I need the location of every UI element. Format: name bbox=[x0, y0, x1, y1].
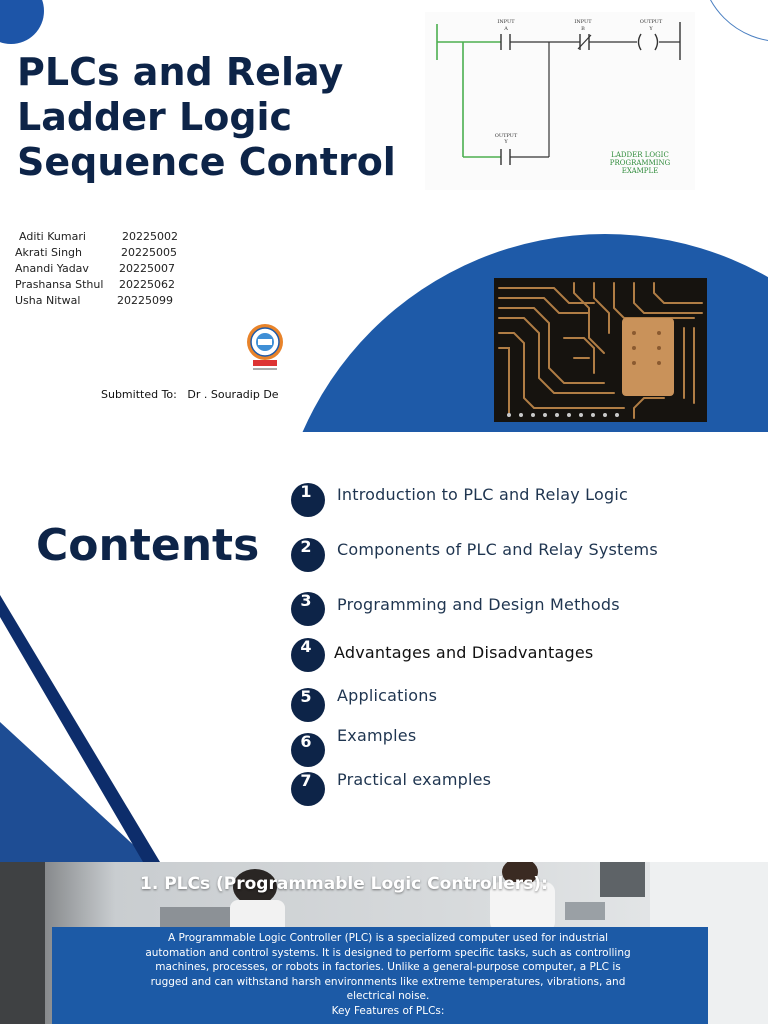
section-heading: 1. PLCs (Programmable Logic Controllers)… bbox=[140, 874, 548, 894]
toc-label: Introduction to PLC and Relay Logic bbox=[337, 485, 628, 504]
coil-label: OUTPUT bbox=[640, 19, 663, 25]
member-id: 20225005 bbox=[121, 246, 177, 259]
toc-label: Advantages and Disadvantages bbox=[334, 643, 594, 662]
member-name: Akrati Singh bbox=[15, 246, 82, 259]
member-name: Prashansa Sthul bbox=[15, 278, 104, 291]
member-id: 20225099 bbox=[117, 294, 173, 307]
diagram-caption: LADDER LOGIC bbox=[611, 151, 669, 159]
number-badge: 6 bbox=[291, 733, 325, 767]
member-id: 20225002 bbox=[122, 230, 178, 243]
number-text: 5 bbox=[300, 687, 312, 706]
contact-b-symbol bbox=[577, 34, 592, 50]
paragraph-line: rugged and can withstand harsh environme… bbox=[150, 975, 626, 988]
contact-b-label: INPUT bbox=[574, 19, 592, 25]
number-badge: 2 bbox=[291, 538, 325, 572]
member-name: Aditi Kumari bbox=[19, 230, 86, 243]
member-name: Usha Nitwal bbox=[15, 294, 81, 307]
contact-a-label: INPUT bbox=[497, 19, 515, 25]
number-text: 3 bbox=[300, 591, 312, 610]
corner-circle-decoration bbox=[0, 0, 44, 44]
output-coil-symbol bbox=[637, 33, 642, 51]
corner-arc-decoration bbox=[700, 0, 768, 42]
plc-intro-slide: 1. PLCs (Programmable Logic Controllers)… bbox=[0, 862, 768, 1024]
paragraph-line: electrical noise. bbox=[346, 990, 430, 1002]
plc-description: A Programmable Logic Controller (PLC) is… bbox=[128, 931, 648, 1018]
title-line: Sequence Control bbox=[17, 140, 396, 184]
number-badge: 3 bbox=[291, 592, 325, 626]
paragraph-line: automation and control systems. It is de… bbox=[145, 946, 631, 959]
paragraph-line: A Programmable Logic Controller (PLC) is… bbox=[167, 932, 609, 944]
toc-label: Applications bbox=[337, 686, 438, 705]
number-badge: 7 bbox=[291, 772, 325, 806]
number-text: 4 bbox=[300, 637, 312, 656]
toc-label: Components of PLC and Relay Systems bbox=[337, 540, 658, 559]
diagonal-stripe-decoration bbox=[0, 595, 160, 862]
number-badge: 4 bbox=[291, 638, 325, 672]
slide-title: PLCs and Relay Ladder Logic Sequence Con… bbox=[17, 50, 417, 185]
diagram-caption: EXAMPLE bbox=[622, 167, 659, 175]
circuit-board-image bbox=[494, 278, 707, 422]
paragraph-line: Key Features of PLCs: bbox=[331, 1004, 445, 1017]
member-id: 20225007 bbox=[119, 262, 175, 275]
toc-label: Practical examples bbox=[337, 770, 492, 789]
submitted-name: Dr . Souradip De bbox=[187, 388, 279, 401]
number-text: 1 bbox=[300, 482, 312, 501]
submitted-to-line: Submitted To: Dr . Souradip De bbox=[101, 388, 279, 401]
copper-pad bbox=[622, 318, 674, 396]
title-slide: PLCs and Relay Ladder Logic Sequence Con… bbox=[0, 0, 768, 432]
seal-in-label: Y bbox=[503, 139, 508, 145]
title-line: Ladder Logic bbox=[17, 95, 293, 139]
contact-b-label: B bbox=[581, 26, 585, 32]
institute-logo-icon bbox=[247, 324, 283, 370]
seal-in-label: OUTPUT bbox=[495, 133, 518, 139]
toc-label: Examples bbox=[337, 726, 417, 745]
number-text: 7 bbox=[300, 771, 312, 790]
paragraph-line: machines, processes, or robots in factor… bbox=[155, 961, 621, 973]
number-badge: 5 bbox=[291, 688, 325, 722]
diagram-caption: PROGRAMMING bbox=[610, 159, 671, 167]
contact-a-label: A bbox=[503, 26, 508, 32]
title-line: PLCs and Relay bbox=[17, 50, 344, 94]
ladder-logic-diagram: INPUT A INPUT B OUTPUT Y OUTPUT Y LADDER… bbox=[425, 12, 695, 190]
output-coil-symbol bbox=[654, 33, 659, 51]
member-id: 20225062 bbox=[119, 278, 175, 291]
number-badge: 1 bbox=[291, 483, 325, 517]
toc-label: Programming and Design Methods bbox=[337, 595, 620, 614]
number-text: 6 bbox=[300, 732, 312, 751]
contents-slide: Contents 1 Introduction to PLC and Relay… bbox=[0, 432, 768, 862]
member-name: Anandi Yadav bbox=[15, 262, 89, 275]
coil-label: Y bbox=[648, 26, 653, 32]
contents-heading: Contents bbox=[36, 520, 260, 571]
description-box: A Programmable Logic Controller (PLC) is… bbox=[52, 927, 708, 1024]
submitted-label: Submitted To: bbox=[101, 388, 177, 401]
number-text: 2 bbox=[300, 537, 312, 556]
